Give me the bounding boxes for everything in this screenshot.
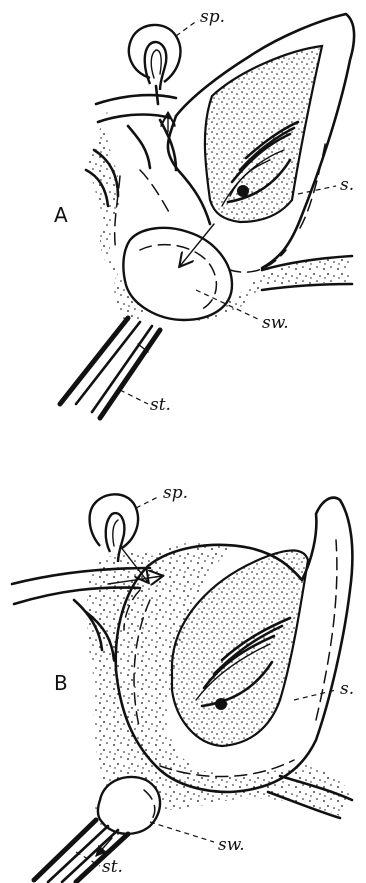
panel-a-label: A: [54, 203, 68, 227]
panel-a-label-s: s.: [340, 175, 354, 195]
panel-b: B: [12, 483, 354, 882]
panel-b-label: B: [54, 671, 68, 695]
panel-b-label-sp: sp.: [163, 483, 188, 503]
panel-a-sac-left-wall: [168, 116, 210, 224]
panel-a-cavity: [205, 46, 322, 222]
panel-a-upper-tube: [96, 95, 176, 122]
panel-a-label-st: st.: [150, 395, 171, 415]
panel-b-label-sw: sw.: [218, 835, 245, 855]
panel-a-spermatheca: [129, 25, 181, 104]
panel-b-label-st: st.: [102, 857, 123, 877]
panel-b-label-s: s.: [340, 679, 354, 699]
panel-a-label-sw: sw.: [262, 313, 289, 333]
panel-a: A: [54, 7, 354, 418]
panel-a-label-sp: sp.: [200, 7, 225, 27]
